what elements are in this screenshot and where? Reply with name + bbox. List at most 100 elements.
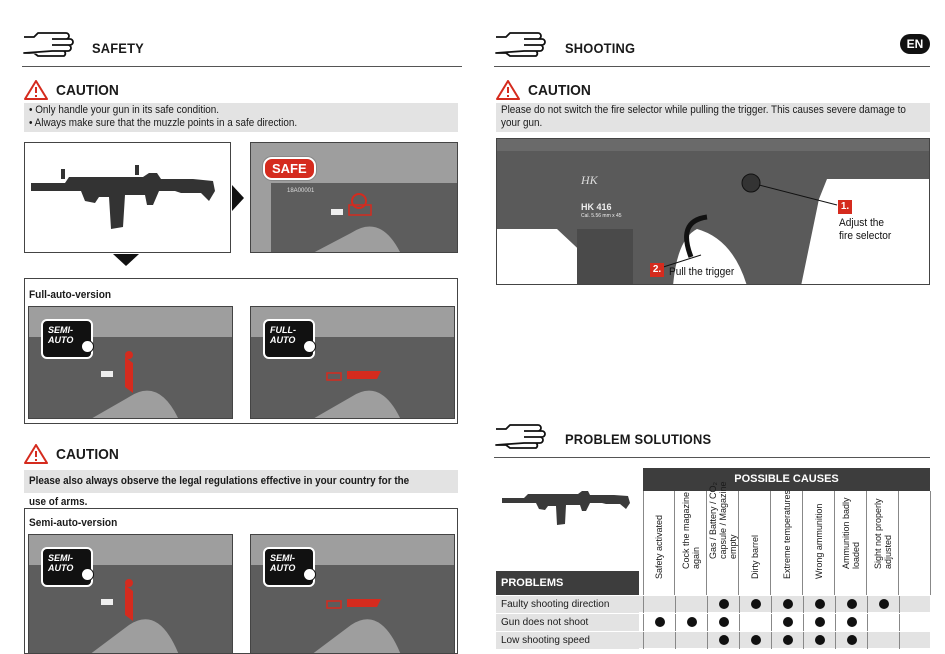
warning-triangle-icon — [496, 80, 520, 100]
caution-label: CAUTION — [528, 81, 591, 99]
caliber-engraving: Cal. 5.56 mm x 45 — [581, 213, 622, 219]
caution-line: • Only handle your gun in its safe condi… — [29, 104, 220, 116]
caution-line: Please do not switch the fire selector w… — [501, 104, 906, 129]
caution-heading-legal: CAUTION — [24, 444, 124, 464]
cause-mark-dot — [771, 596, 803, 613]
safe-badge: SAFE — [263, 157, 316, 180]
mode-badge-line: SEMI- — [48, 553, 74, 563]
cause-column: Gas / Battery / CO₂ capsule / Magazine e… — [707, 481, 739, 595]
callout-text-2: Pull the trigger — [669, 266, 735, 278]
mode-badge-line: AUTO — [48, 563, 74, 573]
safety-caution-text: • Only handle your gun in its safe condi… — [24, 103, 458, 132]
caution-label: CAUTION — [56, 445, 119, 463]
cause-mark-dot — [643, 614, 675, 631]
cause-mark-dot — [675, 614, 707, 631]
mode-badge-semi-auto: SEMI- AUTO — [41, 547, 94, 587]
hand-pointer-icon — [495, 424, 546, 449]
cause-cell-empty — [739, 614, 771, 631]
cause-mark-dot — [771, 614, 803, 631]
cause-mark-dot — [803, 632, 835, 649]
mode-badge-line: AUTO — [48, 335, 74, 345]
warning-triangle-icon — [24, 444, 48, 464]
cause-column: Dirty barrel — [739, 491, 771, 595]
section-title-problem-solutions: PROBLEM SOLUTIONS — [565, 431, 712, 447]
section-title-safety: SAFETY — [92, 40, 144, 56]
cause-cell-empty — [643, 632, 675, 649]
header-rule-right — [494, 66, 930, 67]
full-auto-title: Full-auto-version — [29, 289, 112, 301]
serial-number: 18A00001 — [287, 188, 315, 194]
semi-auto-image-fire: SEMI- AUTO — [250, 534, 455, 654]
cause-label: Ammunition badly loaded — [840, 497, 861, 569]
caution-line: • Always make sure that the muzzle point… — [29, 117, 298, 129]
hand-pointer-icon — [23, 32, 74, 57]
cause-label: Extreme temperatures — [781, 489, 792, 579]
mode-badge-semi-auto: SEMI- AUTO — [41, 319, 94, 359]
brand-logo: HK — [581, 173, 598, 187]
selector-dot — [81, 568, 94, 581]
cause-mark-dot — [707, 596, 739, 613]
callout-line: fire selector — [839, 230, 892, 242]
semi-auto-title: Semi-auto-version — [29, 517, 118, 529]
cause-cell-empty — [867, 632, 899, 649]
mode-badge-semi-auto: SEMI- AUTO — [263, 547, 316, 587]
mode-badge-line: AUTO — [270, 563, 296, 573]
cause-column — [899, 491, 931, 595]
cause-cell-empty — [675, 596, 707, 613]
problem-label: Low shooting speed — [496, 632, 639, 649]
cause-label: Sight not properly adjusted — [872, 498, 893, 569]
cause-mark-dot — [739, 596, 771, 613]
caution-heading-shooting: CAUTION — [496, 80, 596, 100]
mode-badge-line: AUTO — [270, 335, 296, 345]
cause-mark-dot — [835, 614, 867, 631]
possible-causes-header: POSSIBLE CAUSES — [643, 468, 930, 491]
problems-header: PROBLEMS — [496, 571, 639, 595]
cause-mark-dot — [867, 596, 899, 613]
cause-mark-dot — [707, 614, 739, 631]
cause-label: Dirty barrel — [749, 534, 760, 579]
caution-heading-safety: CAUTION — [24, 80, 124, 100]
problem-label: Gun does not shoot — [496, 614, 639, 631]
cause-cell-empty — [899, 632, 931, 649]
selector-dot — [303, 340, 316, 353]
receiver-closeup — [251, 143, 457, 252]
callout-number-2: 2. — [650, 263, 664, 277]
mode-badge-line: SEMI- — [48, 325, 74, 335]
fire-selector-trigger-image: HK HK 416 Cal. 5.56 mm x 45 1. Adjust th… — [496, 138, 930, 285]
full-auto-image-semi: SEMI- AUTO — [28, 306, 233, 419]
language-badge: EN — [900, 34, 930, 54]
caution-line: Please also always observe the legal reg… — [29, 475, 410, 508]
cause-column: Safety activated — [643, 491, 675, 595]
selector-dot — [303, 568, 316, 581]
cause-label: Cock the magazine again — [680, 491, 701, 569]
cause-mark-dot — [771, 632, 803, 649]
selector-dot — [81, 340, 94, 353]
cause-mark-dot — [835, 596, 867, 613]
cause-label: Wrong ammunition — [813, 503, 824, 579]
arrow-down-icon — [113, 254, 139, 266]
callout-text-1: Adjust the fire selector — [839, 217, 891, 243]
mode-badge-line: FULL- — [270, 325, 296, 335]
semi-auto-image-semi: SEMI- AUTO — [28, 534, 233, 654]
callout-number-1: 1. — [838, 200, 852, 214]
model-engraving: HK 416 — [581, 202, 612, 212]
cause-mark-dot — [835, 632, 867, 649]
receiver-closeup — [251, 565, 454, 653]
cause-mark-dot — [707, 632, 739, 649]
rifle-thumbnail — [502, 491, 630, 525]
warning-triangle-icon — [24, 80, 48, 100]
cause-mark-dot — [803, 596, 835, 613]
callout-line: Adjust the — [839, 217, 885, 229]
cause-label: Gas / Battery / CO₂ capsule / Magazine e… — [707, 481, 738, 559]
cause-label: Safety activated — [654, 514, 664, 579]
cause-cell-empty — [899, 614, 931, 631]
cause-cell-empty — [643, 596, 675, 613]
section-title-shooting: SHOOTING — [565, 40, 636, 56]
cause-column: Sight not properly adjusted — [867, 491, 899, 595]
receiver-closeup — [29, 565, 232, 653]
full-auto-image-full: FULL- AUTO — [250, 306, 455, 419]
header-rule-problems — [494, 457, 930, 458]
cause-cell-empty — [899, 596, 931, 613]
cause-column: Cock the magazine again — [675, 491, 707, 595]
hand-pointer-icon — [495, 32, 546, 57]
